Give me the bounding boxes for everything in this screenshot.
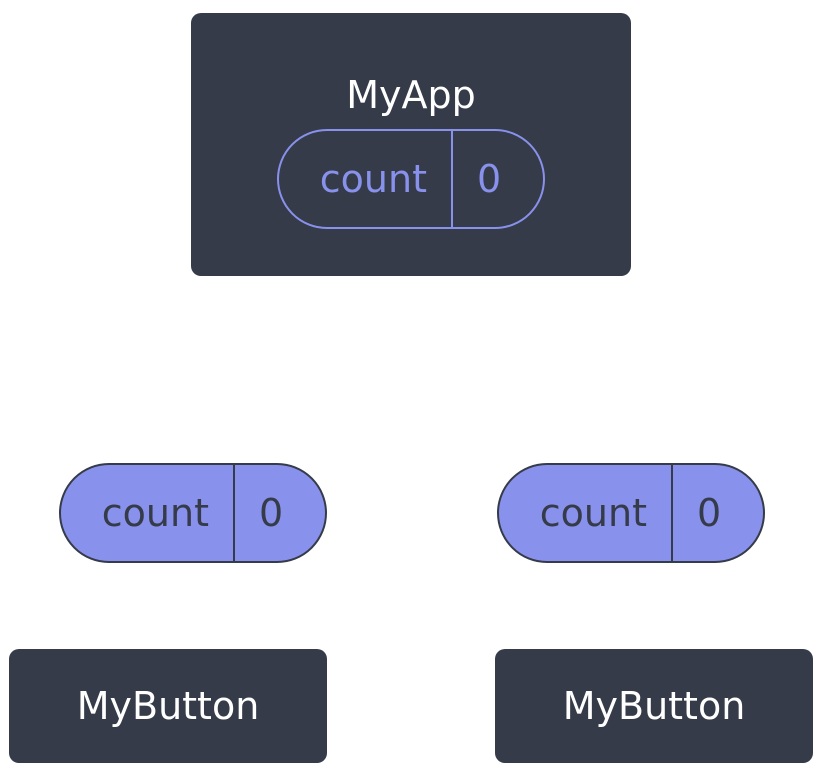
myapp-count-state-key: count <box>279 131 453 227</box>
myapp-count-state: count 0 <box>277 129 545 229</box>
right-mybutton-title: MyButton <box>562 684 746 728</box>
left-mybutton-node: MyButton <box>9 649 327 763</box>
left-mybutton-title: MyButton <box>76 684 260 728</box>
myapp-component-node: MyApp <box>191 13 631 276</box>
left-button-count-state-value: 0 <box>259 491 284 535</box>
right-mybutton-node: MyButton <box>495 649 813 763</box>
right-button-count-state: count 0 <box>497 463 765 563</box>
left-button-count-state-key: count <box>61 465 235 561</box>
right-button-count-state-key: count <box>499 465 673 561</box>
left-button-count-state: count 0 <box>59 463 327 563</box>
right-button-count-state-value: 0 <box>697 491 722 535</box>
myapp-count-state-value: 0 <box>477 157 502 201</box>
myapp-component-title: MyApp <box>346 73 476 117</box>
